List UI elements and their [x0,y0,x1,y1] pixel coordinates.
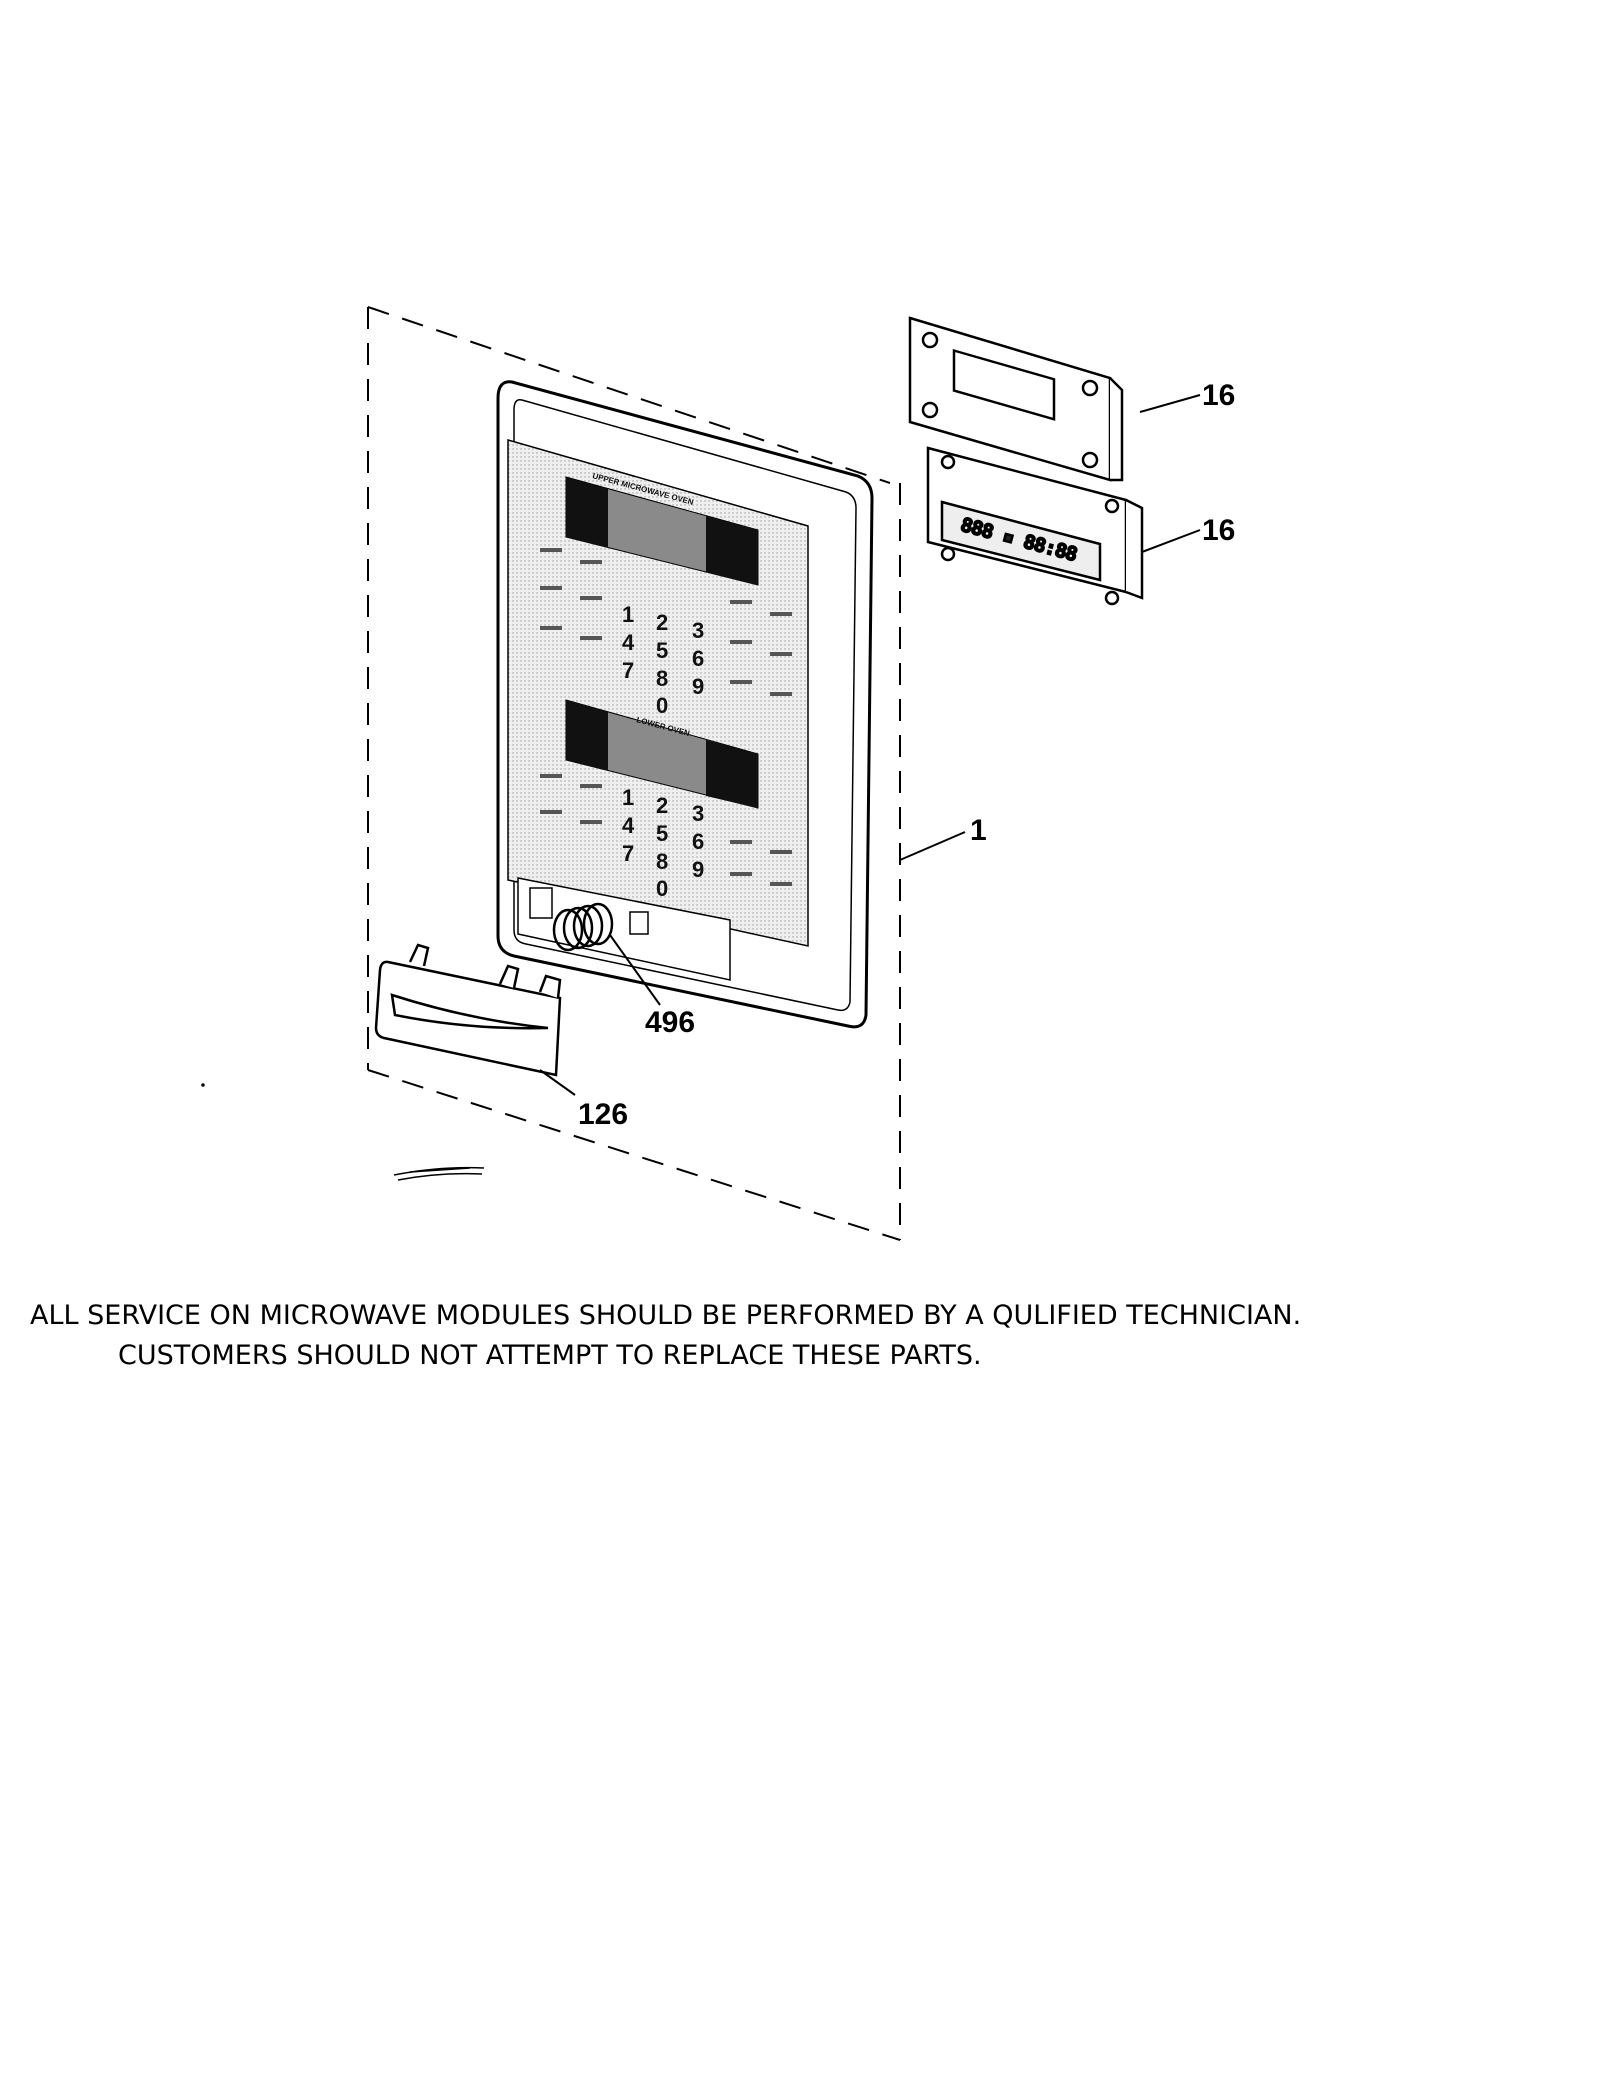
callout-496: 496 [645,1006,695,1039]
svg-text:2: 2 [656,793,668,818]
svg-text:0: 0 [656,693,668,718]
assembly-boundary [367,306,901,1241]
svg-text:7: 7 [622,658,634,683]
door-handle [374,943,562,1077]
notice-line-1: ALL SERVICE ON MICROWAVE MODULES SHOULD … [30,1300,1302,1331]
svg-text:3: 3 [692,618,704,643]
svg-text:2: 2 [656,610,668,635]
svg-text:6: 6 [692,646,704,671]
svg-text:7: 7 [622,841,634,866]
callout-1: 1 [970,814,987,847]
notice-line-2: CUSTOMERS SHOULD NOT ATTEMPT TO REPLACE … [118,1340,982,1371]
svg-text:0: 0 [656,876,668,901]
svg-text:1: 1 [622,785,634,810]
callout-16-bottom: 16 [1202,514,1235,547]
svg-text:5: 5 [656,638,668,663]
display-module: 888 ▪ 88:88 [926,446,1144,606]
svg-text:8: 8 [656,849,668,874]
circuit-board [908,316,1124,482]
svg-text:5: 5 [656,821,668,846]
drawing-mark [201,1083,485,1181]
svg-text:3: 3 [692,801,704,826]
svg-text:4: 4 [622,630,635,655]
svg-text:1: 1 [622,602,634,627]
svg-text:9: 9 [692,857,704,882]
svg-text:6: 6 [692,829,704,854]
svg-text:8: 8 [656,666,668,691]
svg-text:4: 4 [622,813,635,838]
svg-text:9: 9 [692,674,704,699]
spring [552,902,614,952]
callout-16-top: 16 [1202,379,1235,412]
callout-126: 126 [578,1098,628,1131]
